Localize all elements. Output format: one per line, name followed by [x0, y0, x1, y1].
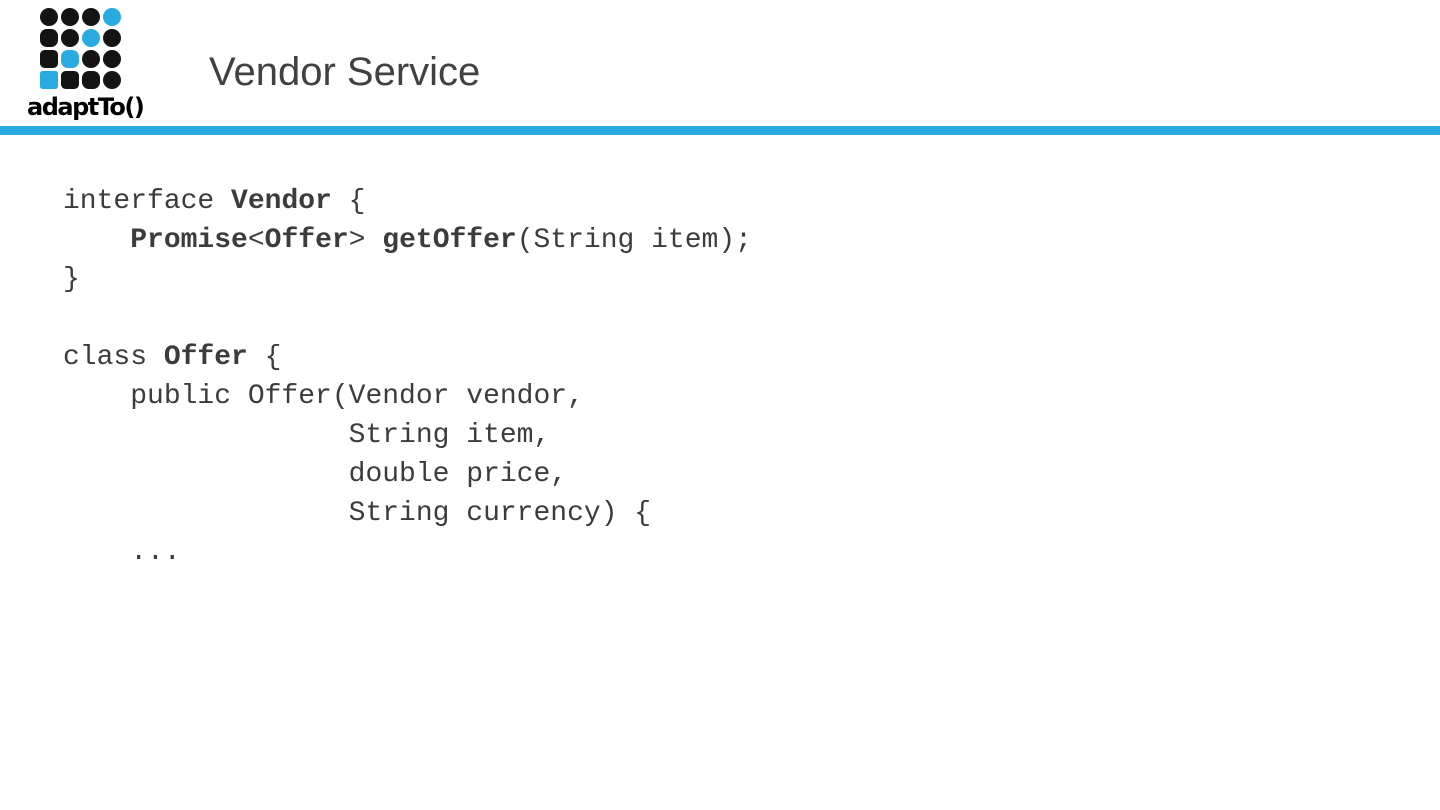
code-line: public Offer(Vendor vendor,	[63, 381, 584, 412]
code-line: interface Vendor {	[63, 186, 366, 217]
logo-cell	[82, 29, 100, 47]
adaptto-logo-grid-icon	[40, 8, 147, 89]
accent-bar	[0, 126, 1440, 135]
logo-cell	[103, 50, 121, 68]
code-line: double price,	[63, 459, 568, 490]
logo-cell	[103, 29, 121, 47]
code-line: class Offer {	[63, 342, 282, 373]
code-line: Promise<Offer> getOffer(String item);	[130, 225, 752, 256]
logo-cell	[61, 29, 79, 47]
logo-cell	[61, 8, 79, 26]
logo-cell	[61, 50, 79, 68]
logo-cell	[61, 71, 79, 89]
page-title: Vendor Service	[209, 50, 481, 94]
code-line: ...	[63, 537, 181, 568]
logo-cell	[40, 29, 58, 47]
logo-cell	[40, 8, 58, 26]
code-block: interface Vendor { Promise<Offer> getOff…	[0, 182, 1440, 572]
code-line	[63, 299, 1440, 338]
logo-cell	[103, 8, 121, 26]
code-line: }	[63, 264, 80, 295]
logo-cell	[40, 50, 58, 68]
slide-header: adaptTo() Vendor Service	[0, 0, 1440, 126]
logo-cell	[82, 50, 100, 68]
logo-cell	[82, 71, 100, 89]
code-line: String currency) {	[63, 498, 652, 529]
adaptto-logo-text: adaptTo()	[27, 93, 145, 121]
logo-cell	[40, 71, 58, 89]
adaptto-logo: adaptTo()	[27, 8, 147, 121]
code-line: String item,	[63, 420, 551, 451]
logo-cell	[103, 71, 121, 89]
logo-cell	[82, 8, 100, 26]
